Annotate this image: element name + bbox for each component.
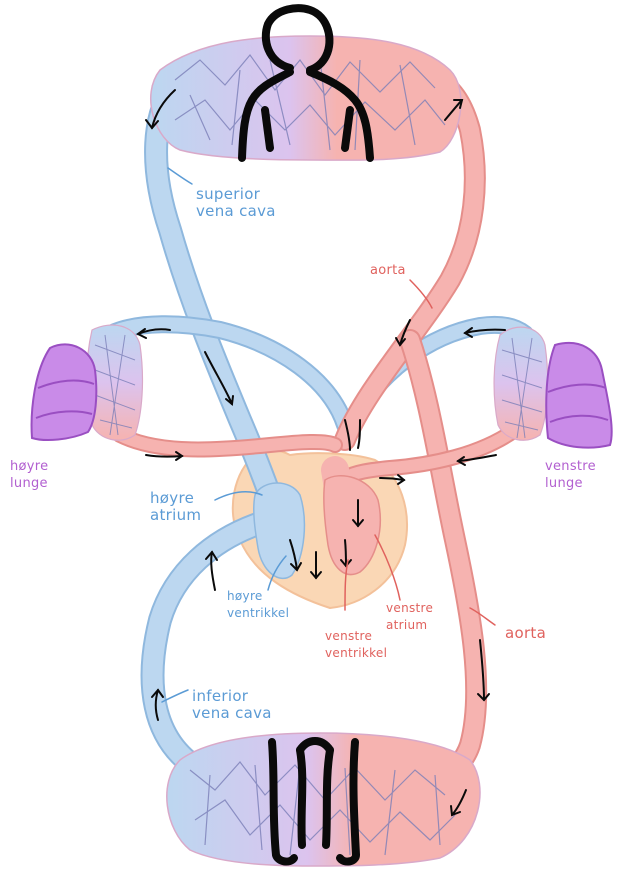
label-hoyre-atrium: høyre atrium xyxy=(150,490,201,524)
label-hoyre-ventrikkel: høyre ventrikkel xyxy=(227,588,289,622)
label-venstre-lunge: venstre lunge xyxy=(545,458,596,492)
label-inferior-vena-cava: inferior vena cava xyxy=(192,688,272,722)
label-venstre-ventrikkel: venstre ventrikkel xyxy=(325,628,387,662)
artery-vessels xyxy=(120,82,515,775)
label-venstre-atrium: venstre atrium xyxy=(386,600,433,634)
left-lung-capillary xyxy=(494,327,548,440)
right-lung xyxy=(32,344,97,440)
upper-capillary-bed xyxy=(151,36,461,160)
label-aorta-top: aorta xyxy=(370,262,406,279)
vein-vessels xyxy=(115,80,525,770)
label-hoyre-lunge: høyre lunge xyxy=(10,458,48,492)
left-lung xyxy=(546,343,611,448)
label-superior-vena-cava: superior vena cava xyxy=(196,186,276,220)
label-aorta-right: aorta xyxy=(505,625,546,642)
